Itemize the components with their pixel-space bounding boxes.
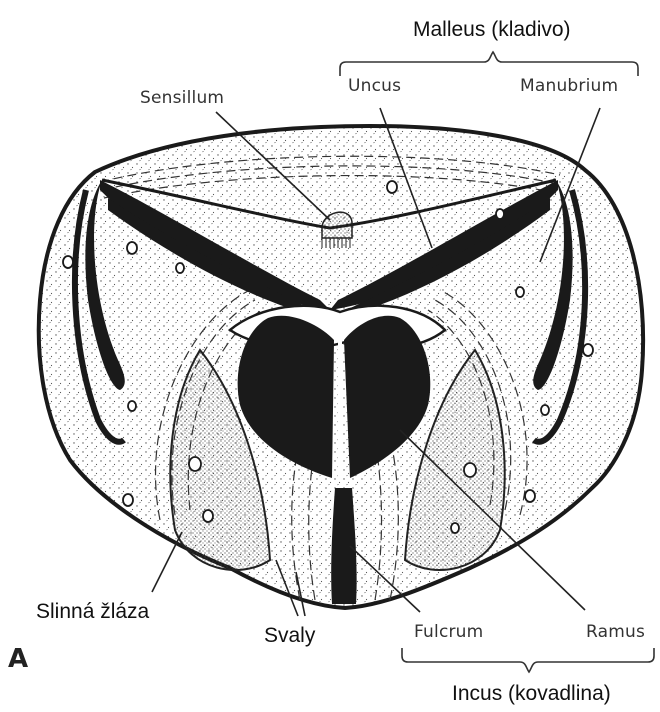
incus-bracket [402,648,654,672]
label-slinna-zlaza: Slinná žláza [36,600,149,624]
label-uncus: Uncus [348,76,401,96]
fulcrum [331,488,356,604]
label-manubrium: Manubrium [520,76,618,96]
panel-letter: A [8,644,28,674]
label-svaly: Svaly [264,624,315,648]
label-malleus: Malleus (kladivo) [413,18,571,42]
label-sensillum: Sensillum [140,88,224,108]
label-fulcrum: Fulcrum [414,622,483,642]
label-ramus: Ramus [586,622,645,642]
malleus-bracket [340,52,638,76]
label-incus: Incus (kovadlina) [452,682,611,706]
